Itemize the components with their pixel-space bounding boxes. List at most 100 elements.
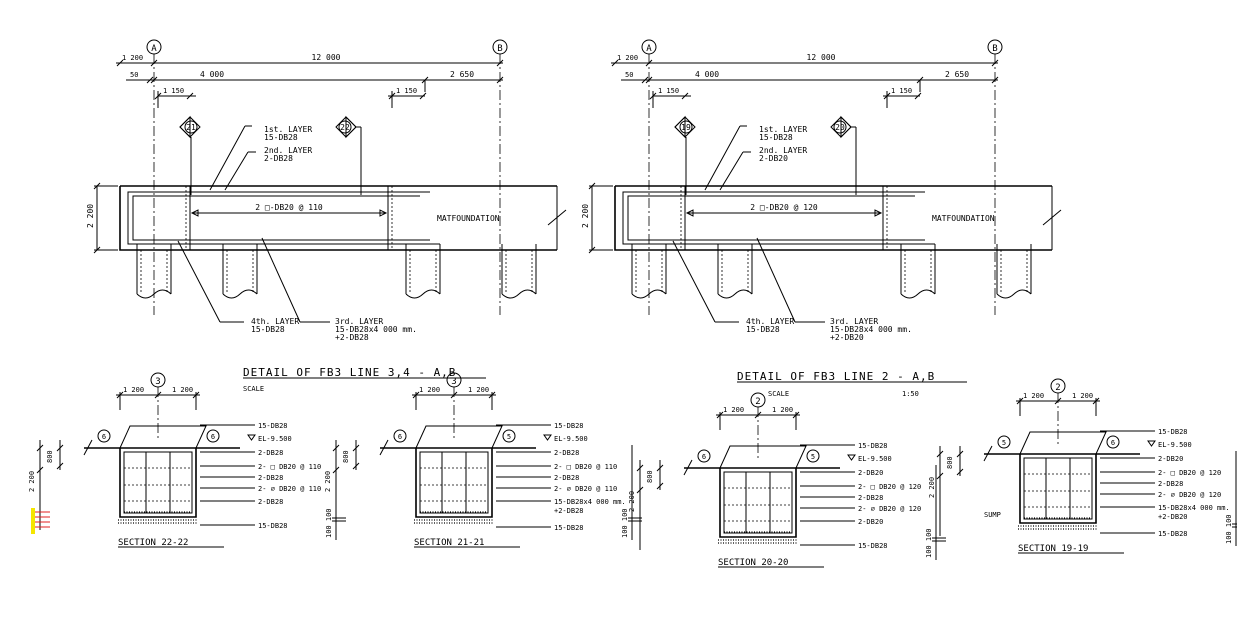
dimension-tick (186, 92, 194, 100)
layer1-label: 1st. LAYER (264, 125, 312, 134)
grid-label-a: A (646, 44, 652, 54)
section-label-8: +2-DB28 (554, 507, 584, 515)
section-grid-left (97, 429, 111, 443)
pile-4 (501, 244, 537, 299)
section-top-slab (1019, 431, 1107, 455)
drawing-line (719, 151, 744, 191)
mat-foundation-label: MATFOUNDATION (932, 214, 995, 223)
section-label-4: 2- □ DB20 @ 120 (858, 483, 921, 491)
section-marker-left-circle (679, 120, 693, 134)
dim-1150-left: 1 150 (658, 87, 679, 95)
dimension-tick (146, 76, 154, 84)
section-marker-left-circle (184, 120, 198, 134)
section-marker-right-fill (840, 115, 852, 139)
dimension-tick (681, 92, 689, 100)
pile-1 (631, 244, 667, 299)
dimension-tick (150, 59, 158, 67)
section-marker-right-label: 20 (835, 123, 845, 132)
section-box (119, 448, 197, 518)
dimension-tick (611, 59, 619, 67)
section-title: SECTION 20-20 (718, 558, 788, 568)
layer3-extra: +2-DB20 (830, 333, 864, 342)
layer3-label: 3rd. LAYER (830, 317, 878, 326)
drawing-line (379, 439, 389, 456)
dimension-tick (36, 466, 44, 474)
dimension-tick (936, 472, 944, 480)
drawing-path (874, 209, 883, 217)
section-label-8: +2-DB20 (1158, 513, 1188, 521)
elevation-triangle (543, 434, 552, 441)
dimension-tick (991, 59, 999, 67)
section-title: SECTION 22-22 (118, 538, 188, 548)
section-marker-right-circle (338, 120, 352, 134)
section-bottom-dim: 100 100 (325, 508, 333, 538)
layer3-label: 3rd. LAYER (335, 317, 383, 326)
dim-1150-right: 1 150 (396, 87, 417, 95)
section-grid-left-label: 6 (102, 433, 106, 441)
section-label-5: 2-DB28 (1158, 480, 1183, 488)
detail-scale-1: SCALE (243, 385, 264, 393)
rebar-top-layer (127, 191, 440, 245)
section-marker-right-fill (345, 115, 357, 139)
section-label-5: 2-DB28 (258, 474, 283, 482)
section-dim-right: 1 200 (772, 406, 793, 414)
detail-scale-2: SCALE (768, 390, 789, 398)
section-title: SECTION 19-19 (1018, 544, 1088, 554)
section-grid-right-label: 5 (811, 453, 815, 461)
section-left-dim-outer: 2 200 (928, 477, 936, 498)
section-label-4: 2- □ DB20 @ 110 (554, 463, 617, 471)
section-label-5: 2-DB28 (554, 474, 579, 482)
dimension-tick (1054, 397, 1062, 405)
dim-height: 2 200 (86, 204, 95, 228)
dimension-tick (641, 76, 649, 84)
dimension-tick (656, 464, 664, 472)
mat-foundation-label: MATFOUNDATION (437, 214, 500, 223)
section-grid-left (393, 429, 407, 443)
drawing-line (756, 237, 796, 323)
rebar-top-layer (622, 191, 935, 245)
section-marker-right-label: 22 (340, 123, 350, 132)
grid-label-a: A (151, 44, 157, 54)
section-grid-label: 2 (755, 397, 760, 407)
section-stirrup (123, 451, 193, 514)
layer1-bar: 15-DB28 (264, 133, 298, 142)
section-label-9: 15-DB28 (554, 524, 584, 532)
drawing-path (996, 289, 1032, 299)
beam-outline (119, 186, 557, 251)
section-dim-left: 1 200 (723, 406, 744, 414)
dimension-tick (645, 76, 653, 84)
section-left-dim-inner: 800 (342, 450, 350, 463)
elevation-triangle (247, 434, 256, 441)
section-grid-right-label: 5 (507, 433, 511, 441)
section-left-dim-inner: 800 (646, 470, 654, 483)
dim-50: 50 (130, 71, 138, 79)
drawing-path (717, 289, 753, 299)
dim-left-overhang: 1 200 (617, 54, 638, 62)
section-label-1: 15-DB28 (1158, 428, 1188, 436)
section-grid-left-label: 6 (398, 433, 402, 441)
section-dim-right: 1 200 (172, 386, 193, 394)
section-label-2: EL-9.500 (858, 455, 892, 463)
section-grid-left-label: 6 (702, 453, 706, 461)
layer2-label: 2nd. LAYER (264, 146, 312, 155)
dim-2650: 2 650 (945, 70, 969, 79)
section-top-slab (119, 425, 207, 449)
section-label-2: EL-9.500 (258, 435, 292, 443)
section-dim-right: 1 200 (1072, 392, 1093, 400)
layer4-bar: 15-DB28 (746, 325, 780, 334)
layer1-bar: 15-DB28 (759, 133, 793, 142)
section-grid-label: 3 (451, 377, 456, 387)
detail-title-1: DETAIL OF FB3 LINE 3,4 - A,B (243, 366, 456, 379)
layer2-bar: 2-DB28 (264, 154, 293, 163)
dimension-tick (450, 391, 458, 399)
detail-title-2: DETAIL OF FB3 LINE 2 - A,B (737, 370, 935, 383)
dim-total: 12 000 (312, 53, 341, 62)
dimension-tick (352, 444, 360, 452)
beam-outline (614, 186, 1052, 251)
stirrup-label: 2 □-DB20 @ 120 (750, 203, 818, 212)
section-bottom-dim: 100 100 (925, 528, 933, 558)
elevation-triangle (1147, 440, 1156, 447)
section-label-8: 15-DB28 (258, 522, 288, 530)
